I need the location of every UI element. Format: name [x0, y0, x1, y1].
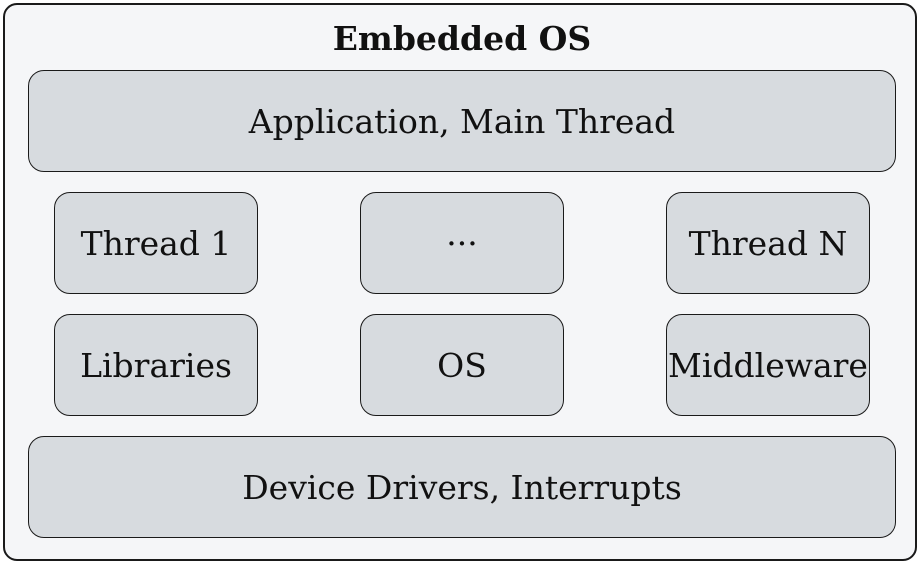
- libraries-box: Libraries: [54, 314, 258, 416]
- thread-n-box: Thread N: [666, 192, 870, 294]
- thread-ellipsis-box: ···: [360, 192, 564, 294]
- os-label: OS: [437, 345, 487, 385]
- middleware-box: Middleware: [666, 314, 870, 416]
- application-main-thread-box: Application, Main Thread: [28, 70, 896, 172]
- application-main-thread-label: Application, Main Thread: [248, 101, 676, 141]
- diagram-title: Embedded OS: [332, 19, 592, 58]
- os-box: OS: [360, 314, 564, 416]
- middleware-label: Middleware: [668, 345, 868, 385]
- device-drivers-interrupts-label: Device Drivers, Interrupts: [242, 467, 682, 507]
- thread-1-label: Thread 1: [80, 223, 232, 263]
- device-drivers-interrupts-box: Device Drivers, Interrupts: [28, 436, 896, 538]
- libraries-label: Libraries: [80, 345, 232, 385]
- thread-n-label: Thread N: [688, 223, 848, 263]
- thread-1-box: Thread 1: [54, 192, 258, 294]
- thread-ellipsis-label: ···: [446, 223, 478, 263]
